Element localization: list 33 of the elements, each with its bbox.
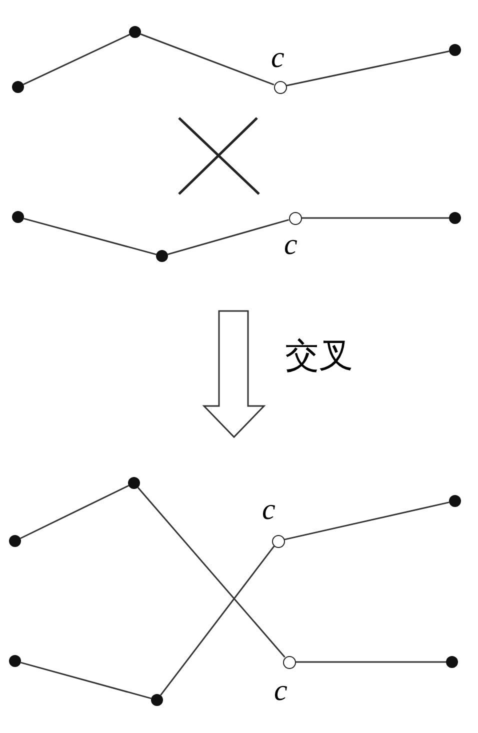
point-label: c: [284, 230, 298, 260]
connecting-line: [24, 218, 156, 256]
arrow-label: 交叉: [285, 340, 353, 374]
filled-point: [12, 81, 24, 93]
connecting-line: [23, 34, 130, 86]
connecting-line: [168, 219, 289, 256]
connecting-line: [296, 661, 446, 663]
connecting-line: [137, 487, 286, 658]
point-label: c: [274, 676, 288, 706]
filled-point: [128, 477, 140, 489]
connecting-line: [286, 50, 450, 86]
connecting-line: [160, 546, 275, 696]
filled-point: [9, 535, 21, 547]
connecting-line: [20, 662, 152, 700]
filled-point: [449, 495, 461, 507]
filled-point: [449, 44, 461, 56]
filled-point: [12, 211, 24, 223]
filled-point: [449, 212, 461, 224]
connecting-line: [140, 33, 274, 86]
connecting-line: [284, 502, 450, 540]
filled-point: [129, 26, 141, 38]
open-point: [288, 212, 302, 224]
filled-point: [446, 656, 458, 668]
open-point: [274, 80, 286, 94]
filled-point: [156, 250, 168, 262]
open-point: [272, 534, 284, 548]
connecting-line: [20, 484, 129, 540]
open-point: [282, 656, 296, 668]
connecting-line: [302, 217, 449, 219]
filled-point: [151, 694, 163, 706]
point-label: c: [271, 43, 284, 73]
point-label: c: [262, 495, 276, 525]
filled-point: [9, 655, 21, 667]
